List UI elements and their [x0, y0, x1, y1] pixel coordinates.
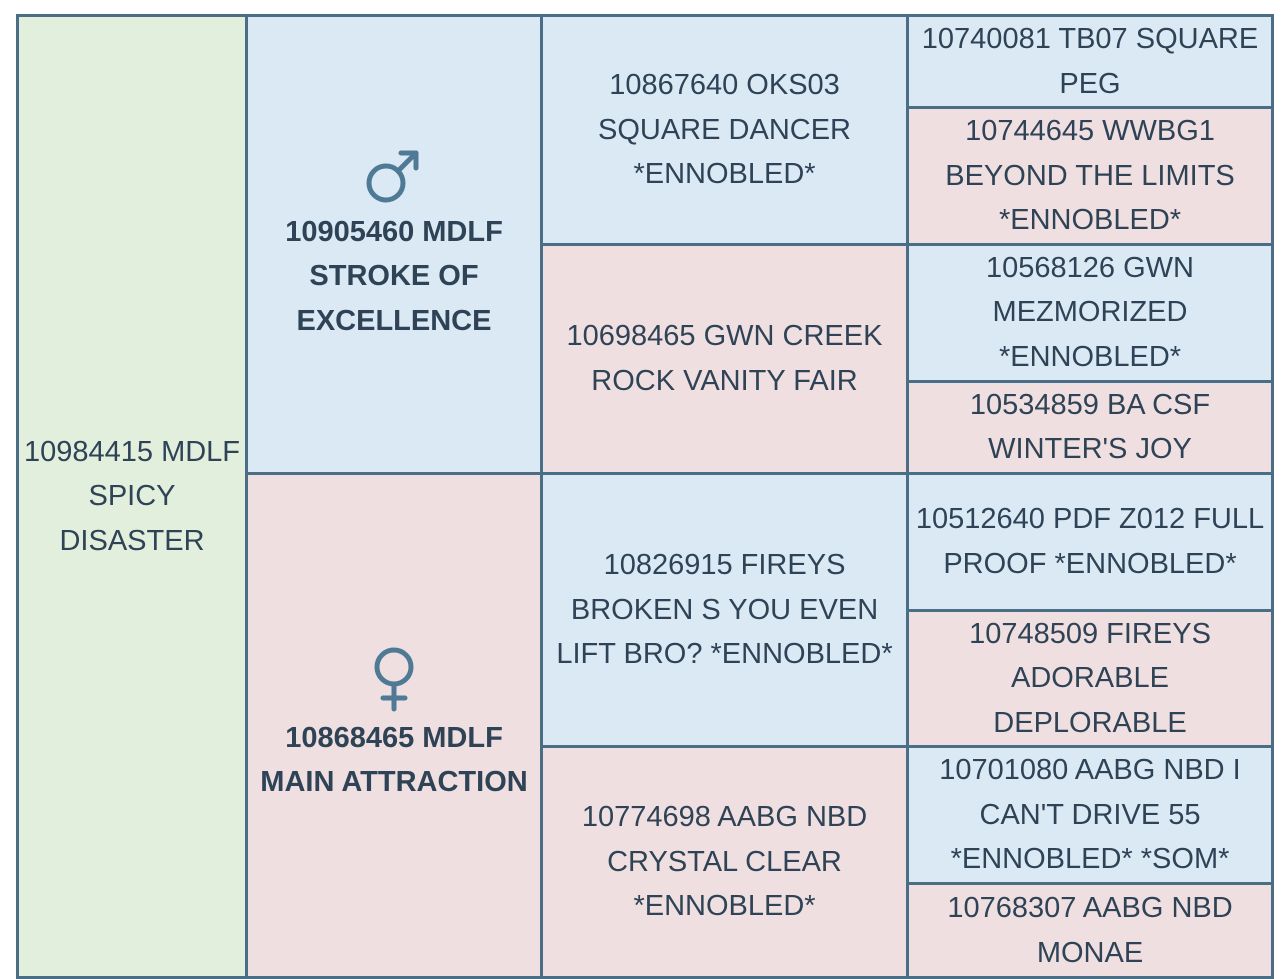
subject-name: 10984415 MDLF SPICY DISASTER: [23, 435, 241, 557]
dam-cell: 10868465 MDLF MAIN ATTRACTION: [245, 471, 543, 979]
great-grandparent-cell: 10768307 AABG NBD MONAE: [906, 882, 1274, 979]
great-grandparent-cell: 10748509 FIREYS ADORABLE DEPLORABLE: [906, 608, 1274, 748]
great-grandparent-name: 10768307 AABG NBD MONAE: [947, 892, 1233, 969]
grandparent-cell: 10698465 GWN CREEK ROCK VANITY FAIR: [540, 242, 909, 475]
sire-name: 10905460 MDLF STROKE OF EXCELLENCE: [285, 215, 503, 337]
great-grandparent-name: 10701080 AABG NBD I CAN'T DRIVE 55 *ENNO…: [939, 754, 1241, 876]
great-grandparent-cell: 10512640 PDF Z012 FULL PROOF *ENNOBLED*: [906, 471, 1274, 612]
subject-cell: 10984415 MDLF SPICY DISASTER: [16, 14, 248, 979]
great-grandparent-name: 10512640 PDF Z012 FULL PROOF *ENNOBLED*: [915, 503, 1265, 580]
great-grandparent-name: 10748509 FIREYS ADORABLE DEPLORABLE: [969, 617, 1211, 739]
male-symbol-icon: [366, 150, 419, 202]
female-symbol-icon: [374, 647, 414, 712]
grandparent-cell: 10826915 FIREYS BROKEN S YOU EVEN LIFT B…: [540, 471, 909, 748]
dam-name: 10868465 MDLF MAIN ATTRACTION: [260, 721, 528, 799]
great-grandparent-cell: 10740081 TB07 SQUARE PEG: [906, 14, 1274, 109]
grandparent-cell: 10867640 OKS03 SQUARE DANCER *ENNOBLED*: [540, 14, 909, 246]
great-grandparent-cell: 10534859 BA CSF WINTER'S JOY: [906, 379, 1274, 475]
great-grandparent-name: 10568126 GWN MEZMORIZED *ENNOBLED*: [986, 251, 1194, 373]
great-grandparent-name: 10534859 BA CSF WINTER'S JOY: [969, 388, 1211, 466]
great-grandparent-cell: 10701080 AABG NBD I CAN'T DRIVE 55 *ENNO…: [906, 745, 1274, 885]
grandparent-name: 10774698 AABG NBD CRYSTAL CLEAR *ENNOBLE…: [581, 801, 868, 923]
pedigree-chart: 10984415 MDLF SPICY DISASTER 10905460 MD…: [16, 14, 1274, 979]
grandparent-cell: 10774698 AABG NBD CRYSTAL CLEAR *ENNOBLE…: [540, 745, 909, 979]
great-grandparent-cell: 10744645 WWBG1 BEYOND THE LIMITS *ENNOBL…: [906, 106, 1274, 246]
great-grandparent-cell: 10568126 GWN MEZMORIZED *ENNOBLED*: [906, 242, 1274, 383]
grandparent-name: 10698465 GWN CREEK ROCK VANITY FAIR: [566, 320, 883, 397]
sire-cell: 10905460 MDLF STROKE OF EXCELLENCE: [245, 14, 543, 475]
great-grandparent-name: 10744645 WWBG1 BEYOND THE LIMITS *ENNOBL…: [945, 115, 1235, 236]
great-grandparent-name: 10740081 TB07 SQUARE PEG: [921, 23, 1259, 100]
grandparent-name: 10867640 OKS03 SQUARE DANCER *ENNOBLED*: [598, 69, 851, 190]
grandparent-name: 10826915 FIREYS BROKEN S YOU EVEN LIFT B…: [556, 549, 893, 670]
